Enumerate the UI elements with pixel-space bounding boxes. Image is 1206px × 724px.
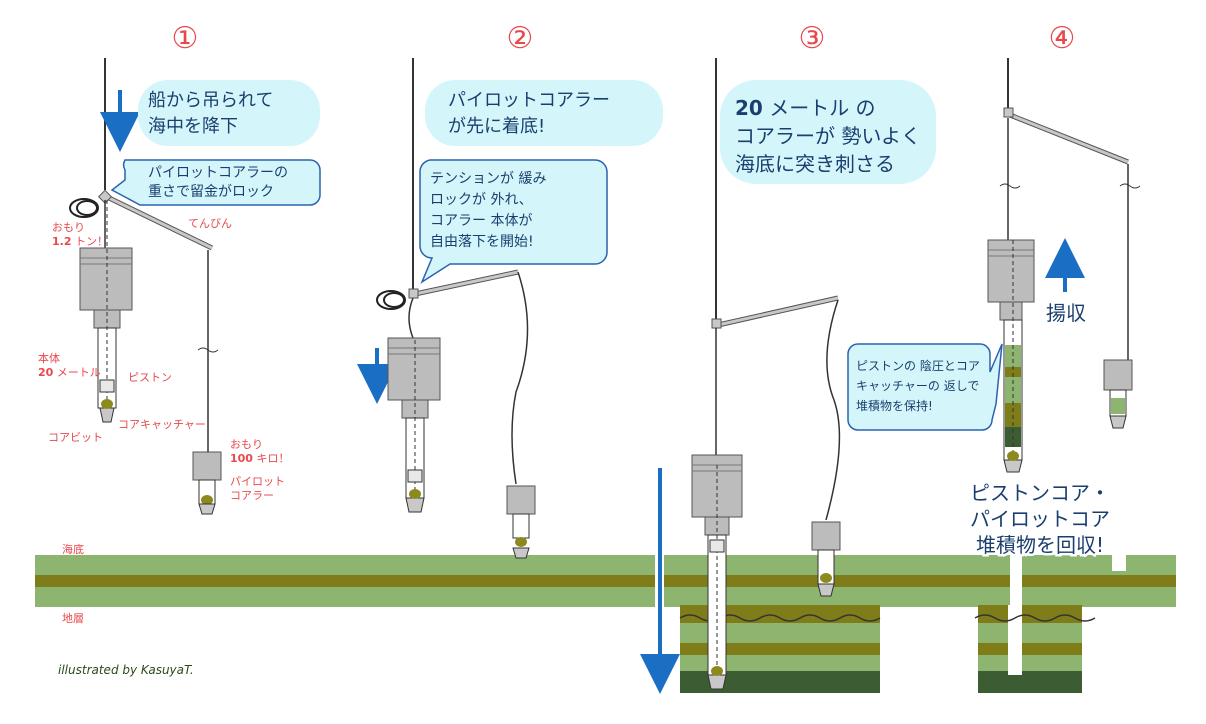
pilot-weight-label-line1: おもり	[230, 438, 263, 451]
credit: illustrated by KasuyaT.	[58, 663, 194, 677]
sediment-layers	[35, 555, 1176, 607]
step-4-number: ④	[1049, 21, 1076, 56]
bubble-tension	[419, 159, 608, 284]
step-numbers: ① ② ③ ④	[172, 21, 1076, 56]
svg-text:ピストンコア・: ピストンコア・	[970, 481, 1110, 505]
step-3-number: ③	[799, 21, 826, 56]
bubble-lock-line2: 重さで留金がロック	[148, 184, 274, 200]
bubble-retain-line3: 堆積物を保持!	[856, 398, 933, 413]
strata-label: 地層	[62, 612, 84, 625]
bubble-retain	[847, 343, 1003, 431]
piston-label: ピストン	[128, 371, 172, 384]
bubble-descend	[138, 80, 320, 146]
bubble-retain-line1: ピストンの 陰圧とコア	[856, 359, 980, 373]
seafloor-label: 海底	[62, 542, 84, 556]
pilot-weight-label-line2: 100 キロ！	[230, 452, 289, 465]
svg-text:堆積物を回収!: 堆積物を回収!	[976, 533, 1104, 557]
bubble-lock-line1: パイロットコアラーの	[148, 165, 288, 181]
bubble-tension-line1: テンションが 緩み	[430, 171, 546, 187]
pilot-corer-label-line2: コアラー	[230, 489, 274, 502]
svg-text:パイロットコア: パイロットコア	[970, 507, 1110, 531]
bubble-tension-line3: コアラー 本体が	[430, 213, 532, 229]
weight-label-line1: おもり	[52, 221, 85, 234]
panel-2: パイロットコアラー が先に着底! テンションが 緩み ロックが 外れ、 コアラー…	[357, 58, 663, 559]
bubble-retain-line2: キャッチャーの 返しで	[856, 379, 979, 393]
pilot-corer-label-line1: パイロット	[230, 475, 285, 488]
bubble-penetrate-line1: 20 メートル の	[735, 96, 876, 120]
panel-3: 20 メートル の コアラーが 勢いよく 海底に突き刺さる	[640, 58, 936, 694]
weight-label-line2: 1.2 トン！	[52, 235, 108, 248]
body-label-line2: 20 メートル	[38, 366, 101, 379]
step-2-number: ②	[507, 21, 534, 56]
core-section-4	[974, 605, 1096, 693]
core-section-3	[679, 605, 881, 693]
bubble-tension-line2: ロックが 外れ、	[430, 192, 533, 208]
bubble-tension-line4: 自由落下を開始!	[430, 234, 534, 250]
bubble-descend-line2: 海中を降下	[148, 116, 238, 137]
step-1-number: ①	[172, 21, 199, 56]
lift-label: 揚収	[1046, 301, 1086, 325]
core-catcher-label: コアキャッチャー	[118, 418, 206, 431]
bubble-touchdown-line2: が先に着底!	[448, 116, 545, 137]
bubble-penetrate-line2: コアラーが 勢いよく	[735, 124, 921, 148]
bubble-descend-line1: 船から吊られて	[148, 90, 273, 111]
body-label-line1: 本体	[38, 351, 60, 365]
panel-4: 揚収 ピストンの 陰圧とコア キャッチャーの 返しで 堆積物を保持! ピストンコ…	[847, 58, 1141, 560]
core-bit-label: コアビット	[48, 431, 103, 444]
balance-label: てんびん	[188, 217, 232, 230]
bubble-penetrate	[720, 80, 936, 184]
bubble-penetrate-line3: 海底に突き刺さる	[735, 152, 895, 176]
bubble-touchdown	[425, 80, 663, 146]
recover-label: ピストンコア・ パイロットコア 堆積物を回収!	[968, 479, 1113, 560]
bubble-lock	[110, 159, 321, 206]
bubble-touchdown-line1: パイロットコアラー	[448, 90, 610, 111]
panel-1: 船から吊られて 海中を降下 パイロットコアラーの 重さで留金がロック おもり 1…	[38, 58, 321, 515]
